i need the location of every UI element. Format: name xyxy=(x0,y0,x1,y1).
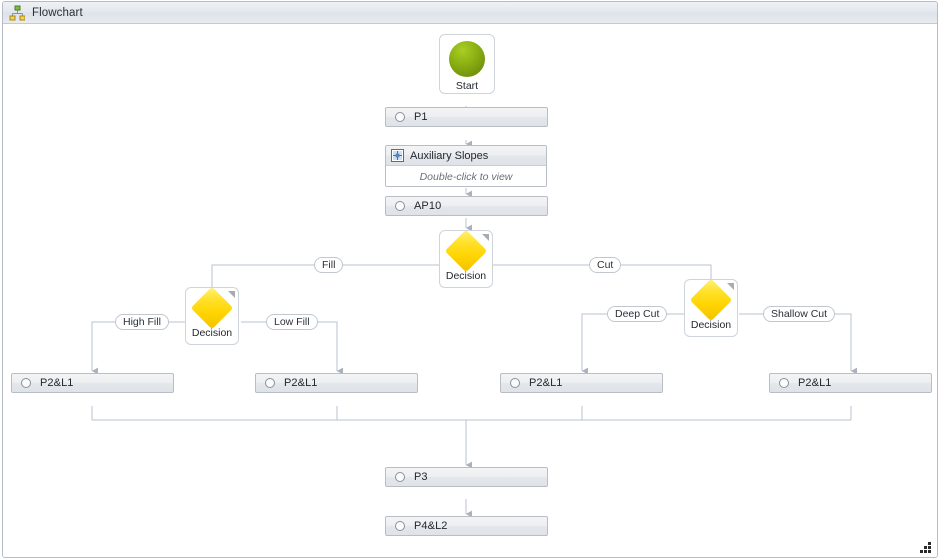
edge-label-deep-cut[interactable]: Deep Cut xyxy=(607,306,668,322)
node-p1[interactable]: P1 xyxy=(385,107,548,127)
yellow-diamond-icon xyxy=(190,288,234,330)
window-titlebar: Flowchart xyxy=(3,2,937,24)
circle-ring-icon xyxy=(21,378,31,388)
node-corner-marker-icon xyxy=(228,291,235,298)
node-decision-main-label: Decision xyxy=(445,270,487,282)
node-decision-cut-label: Decision xyxy=(690,319,732,331)
node-p3[interactable]: P3 xyxy=(385,467,548,487)
circle-ring-icon xyxy=(265,378,275,388)
node-decision-fill-label: Decision xyxy=(191,327,233,339)
green-sphere-icon xyxy=(449,41,485,77)
subprocess-header: Auxiliary Slopes xyxy=(386,146,546,166)
node-p2l1-high-fill[interactable]: P2&L1 xyxy=(11,373,174,393)
subprocess-body[interactable]: Double-click to view xyxy=(386,166,546,186)
circle-ring-icon xyxy=(395,112,405,122)
node-p2l1-deep-cut[interactable]: P2&L1 xyxy=(500,373,663,393)
node-auxiliary-slopes[interactable]: Auxiliary Slopes Double-click to view xyxy=(385,145,547,187)
node-p1-label: P1 xyxy=(414,111,428,123)
node-ap10[interactable]: AP10 xyxy=(385,196,548,216)
circle-ring-icon xyxy=(779,378,789,388)
yellow-diamond-icon xyxy=(444,231,488,273)
subprocess-grid-icon xyxy=(391,149,404,162)
window-title: Flowchart xyxy=(32,6,83,19)
edge-label-fill[interactable]: Fill xyxy=(314,257,344,273)
circle-ring-icon xyxy=(395,472,405,482)
node-decision-main[interactable]: Decision xyxy=(439,230,493,288)
edge-label-low-fill[interactable]: Low Fill xyxy=(266,314,318,330)
node-corner-marker-icon xyxy=(727,283,734,290)
node-p4l2-label: P4&L2 xyxy=(414,520,448,532)
circle-ring-icon xyxy=(395,521,405,531)
edge-label-high-fill[interactable]: High Fill xyxy=(115,314,169,330)
node-p2l1-low-fill[interactable]: P2&L1 xyxy=(255,373,418,393)
node-p2l1-low-fill-label: P2&L1 xyxy=(284,377,318,389)
node-start[interactable]: Start xyxy=(439,34,495,94)
node-p2l1-shallow-cut[interactable]: P2&L1 xyxy=(769,373,932,393)
resize-grip-icon[interactable] xyxy=(920,541,933,554)
circle-ring-icon xyxy=(510,378,520,388)
edge-label-cut[interactable]: Cut xyxy=(589,257,622,273)
edge-label-shallow-cut[interactable]: Shallow Cut xyxy=(763,306,836,322)
node-p3-label: P3 xyxy=(414,471,428,483)
subprocess-title: Auxiliary Slopes xyxy=(410,149,489,162)
yellow-diamond-icon xyxy=(689,280,733,322)
node-start-label: Start xyxy=(455,80,479,92)
node-p4l2[interactable]: P4&L2 xyxy=(385,516,548,536)
flowchart-hierarchy-icon xyxy=(9,5,26,21)
node-p2l1-deep-cut-label: P2&L1 xyxy=(529,377,563,389)
node-decision-fill[interactable]: Decision xyxy=(185,287,239,345)
node-corner-marker-icon xyxy=(482,234,489,241)
node-p2l1-shallow-cut-label: P2&L1 xyxy=(798,377,832,389)
subprocess-hint: Double-click to view xyxy=(419,170,513,183)
circle-ring-icon xyxy=(395,201,405,211)
flowchart-canvas[interactable]: Start P1 Aux xyxy=(3,24,937,557)
node-decision-cut[interactable]: Decision xyxy=(684,279,738,337)
node-p2l1-high-fill-label: P2&L1 xyxy=(40,377,74,389)
node-ap10-label: AP10 xyxy=(414,200,442,212)
